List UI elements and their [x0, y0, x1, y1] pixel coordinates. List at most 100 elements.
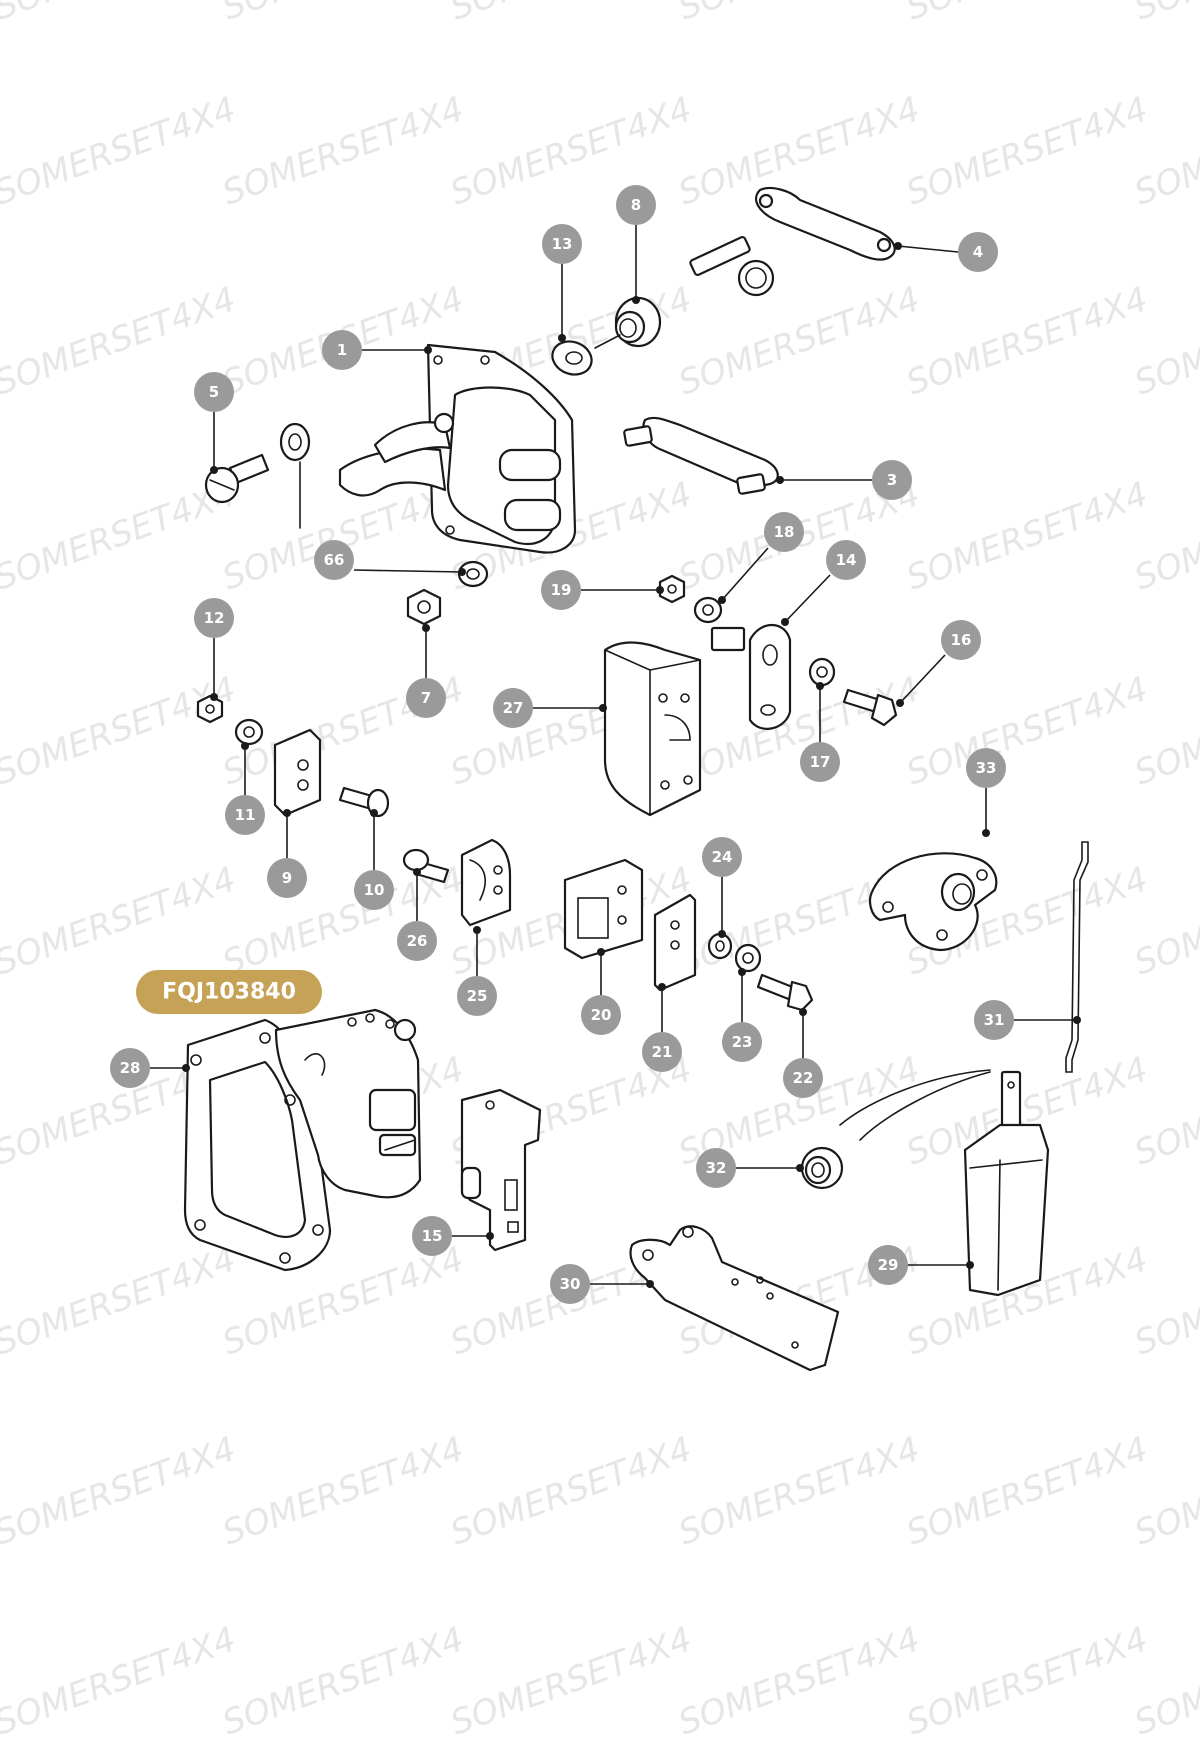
callout-19: 19: [541, 570, 581, 610]
callout-66: 66: [314, 540, 354, 580]
callout-circle: [110, 1048, 150, 1088]
callout-circle: [354, 870, 394, 910]
callout-label: 25: [467, 987, 488, 1005]
callout-circle: [322, 330, 362, 370]
callout-label: 15: [422, 1227, 443, 1245]
callout-label: 16: [951, 631, 972, 649]
callout-circle: [194, 598, 234, 638]
leader-dot-7: [422, 624, 430, 632]
callout-10: 10: [354, 870, 394, 910]
watermark-text: SOMERSET4X4: [217, 0, 469, 28]
part-17-washer: [808, 657, 836, 687]
leader-dot-14: [781, 618, 789, 626]
part-27-block: [603, 641, 702, 817]
watermark-text: SOMERSET4X4: [445, 0, 697, 28]
watermark-text: SOMERSET4X4: [901, 279, 1153, 403]
callout-label: 7: [421, 689, 431, 707]
leader-dot-27: [599, 704, 607, 712]
watermark-text: SOMERSET4X4: [901, 89, 1153, 213]
callout-circle: [702, 837, 742, 877]
part-18-washer: [693, 596, 723, 624]
callout-circle: [550, 1264, 590, 1304]
leader-dot-29: [966, 1261, 974, 1269]
leader-dot-22: [799, 1008, 807, 1016]
callout-25: 25: [457, 976, 497, 1016]
watermark-text: SOMERSET4X4: [0, 859, 241, 983]
callout-label: 13: [552, 235, 573, 253]
leader-dot-31: [1073, 1016, 1081, 1024]
leader-dot-21: [658, 983, 666, 991]
watermark-text: SOMERSET4X4: [901, 0, 1153, 28]
callout-22: 22: [783, 1058, 823, 1098]
callout-label: 21: [652, 1043, 673, 1061]
callout-circle: [581, 995, 621, 1035]
callout-label: 9: [282, 869, 292, 887]
callout-17: 17: [800, 742, 840, 782]
part-24-washer: [707, 932, 733, 960]
watermark-text: SOMERSET4X4: [901, 1619, 1153, 1739]
callout-23: 23: [722, 1022, 762, 1062]
callout-label: 26: [407, 932, 428, 950]
part-31-rod: [1065, 841, 1089, 1073]
callout-label: 12: [204, 609, 225, 627]
part-10-screw: [338, 786, 390, 818]
part-lock-body-fqj: [274, 1008, 422, 1199]
callout-label: 66: [324, 551, 345, 569]
callout-circle: [974, 1000, 1014, 1040]
watermark-text: SOMERSET4X4: [217, 89, 469, 213]
callout-circle: [225, 795, 265, 835]
callout-label: 24: [712, 848, 733, 866]
callout-4: 4: [958, 232, 998, 272]
callout-30: 30: [550, 1264, 590, 1304]
callout-29: 29: [868, 1245, 908, 1285]
part-13-washer: [551, 334, 621, 376]
callout-12: 12: [194, 598, 234, 638]
leader-dot-20: [597, 948, 605, 956]
leader-dot-1: [424, 346, 432, 354]
callout-5: 5: [194, 372, 234, 412]
watermark-text: SOMERSET4X4: [0, 0, 241, 28]
watermark-text: SOMERSET4X4: [445, 1429, 697, 1553]
callout-label: 3: [887, 471, 897, 489]
part-8-bush: [614, 296, 662, 348]
watermark-text: SOMERSET4X4: [217, 1429, 469, 1553]
watermark-text: SOMERSET4X4: [673, 1429, 925, 1553]
callout-1: 1: [322, 330, 362, 370]
callout-label: 8: [631, 196, 641, 214]
watermark-text: SOMERSET4X4: [673, 669, 925, 793]
leader-line-4: [897, 245, 959, 253]
watermark-text: SOMERSET4X4: [0, 1429, 241, 1553]
callout-7: 7: [406, 678, 446, 718]
callout-label: 11: [235, 806, 256, 824]
leader-dot-3: [776, 476, 784, 484]
leader-dot-5: [210, 466, 218, 474]
leader-dot-26: [413, 868, 421, 876]
callout-8: 8: [616, 185, 656, 225]
callout-26: 26: [397, 921, 437, 961]
watermark-text: SOMERSET4X4: [1129, 0, 1200, 28]
part-33-mount: [869, 852, 998, 952]
leader-dot-18: [718, 596, 726, 604]
part-66-washer: [457, 560, 489, 588]
watermark-text: SOMERSET4X4: [0, 669, 241, 793]
part-26-screw: [402, 848, 450, 884]
callout-label: 33: [976, 759, 997, 777]
callout-15: 15: [412, 1216, 452, 1256]
callout-circle: [826, 540, 866, 580]
watermark-text: SOMERSET4X4: [445, 89, 697, 213]
callout-14: 14: [826, 540, 866, 580]
callout-circle: [267, 858, 307, 898]
part-30-bracket-plate: [629, 1225, 840, 1372]
watermark-text: SOMERSET4X4: [0, 474, 241, 598]
part-22-bolt: [756, 973, 814, 1012]
watermark-text: SOMERSET4X4: [0, 1239, 241, 1363]
watermark-text: SOMERSET4X4: [673, 0, 925, 28]
part-drawings: [183, 186, 1089, 1372]
leader-dot-25: [473, 926, 481, 934]
watermark-text: SOMERSET4X4: [217, 1619, 469, 1739]
callout-label: 30: [560, 1275, 581, 1293]
callout-circle: [541, 570, 581, 610]
part-19-nut: [658, 574, 686, 604]
callout-circle: [493, 688, 533, 728]
leader-dot-8: [632, 296, 640, 304]
